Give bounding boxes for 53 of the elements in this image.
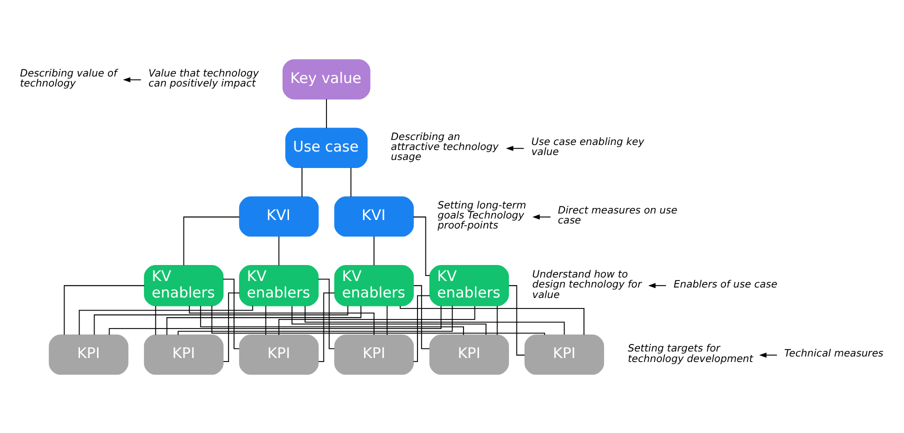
connector <box>386 305 388 335</box>
node-box: KPI <box>144 334 224 374</box>
connector <box>326 98 327 128</box>
node-box: Key value <box>282 58 370 99</box>
connector <box>211 304 546 335</box>
connector <box>222 278 240 349</box>
connector <box>413 294 430 362</box>
arrow <box>532 214 551 220</box>
node-text: Describing value of technology <box>20 68 118 89</box>
connector <box>64 284 145 335</box>
connector <box>166 305 362 335</box>
connector <box>496 305 498 335</box>
connector <box>318 292 336 362</box>
node-text: Direct measures on use case <box>558 205 678 226</box>
connector <box>188 304 374 335</box>
connector <box>400 305 584 335</box>
connector <box>108 304 442 335</box>
connector <box>508 284 526 356</box>
node-box: KV enablers <box>429 264 509 306</box>
connector <box>78 304 254 335</box>
connector <box>94 304 348 335</box>
arrow <box>506 145 524 150</box>
node-box: KPI <box>524 334 604 374</box>
node-box: KV enablers <box>144 264 224 306</box>
node-text: Technical measures <box>784 348 884 359</box>
node-box: KPI <box>334 334 414 374</box>
connector <box>155 305 156 335</box>
node-text: Describing an attractive technology usage <box>390 131 499 163</box>
node-box: KPI <box>429 334 509 374</box>
connector <box>278 236 280 266</box>
arrow <box>759 352 778 358</box>
arrow <box>648 282 666 288</box>
node-text: Understand how to design technology for value <box>532 269 642 300</box>
node-box: KVI <box>334 196 414 236</box>
node-box: KV enablers <box>239 264 319 306</box>
connector <box>222 292 240 362</box>
node-box: KPI <box>48 334 128 374</box>
connector <box>318 278 335 349</box>
node-text: Use case enabling key value <box>531 136 644 158</box>
node-box: KPI <box>239 334 319 374</box>
node-text: Setting targets for technology development <box>628 343 754 364</box>
connector <box>350 166 352 197</box>
node-text: Value that technology can positively impact <box>148 68 259 89</box>
node-text: Enablers of use case <box>674 278 778 290</box>
node-box: KV enablers <box>334 264 414 306</box>
connector <box>183 216 240 266</box>
node-text: Setting long-term goals Technology proof-points <box>438 200 526 232</box>
connector <box>304 305 565 335</box>
node-box: Use case <box>285 127 368 168</box>
connector <box>265 305 266 335</box>
connector <box>413 284 430 349</box>
node-box: KVI <box>239 196 319 236</box>
arrow <box>123 76 142 82</box>
